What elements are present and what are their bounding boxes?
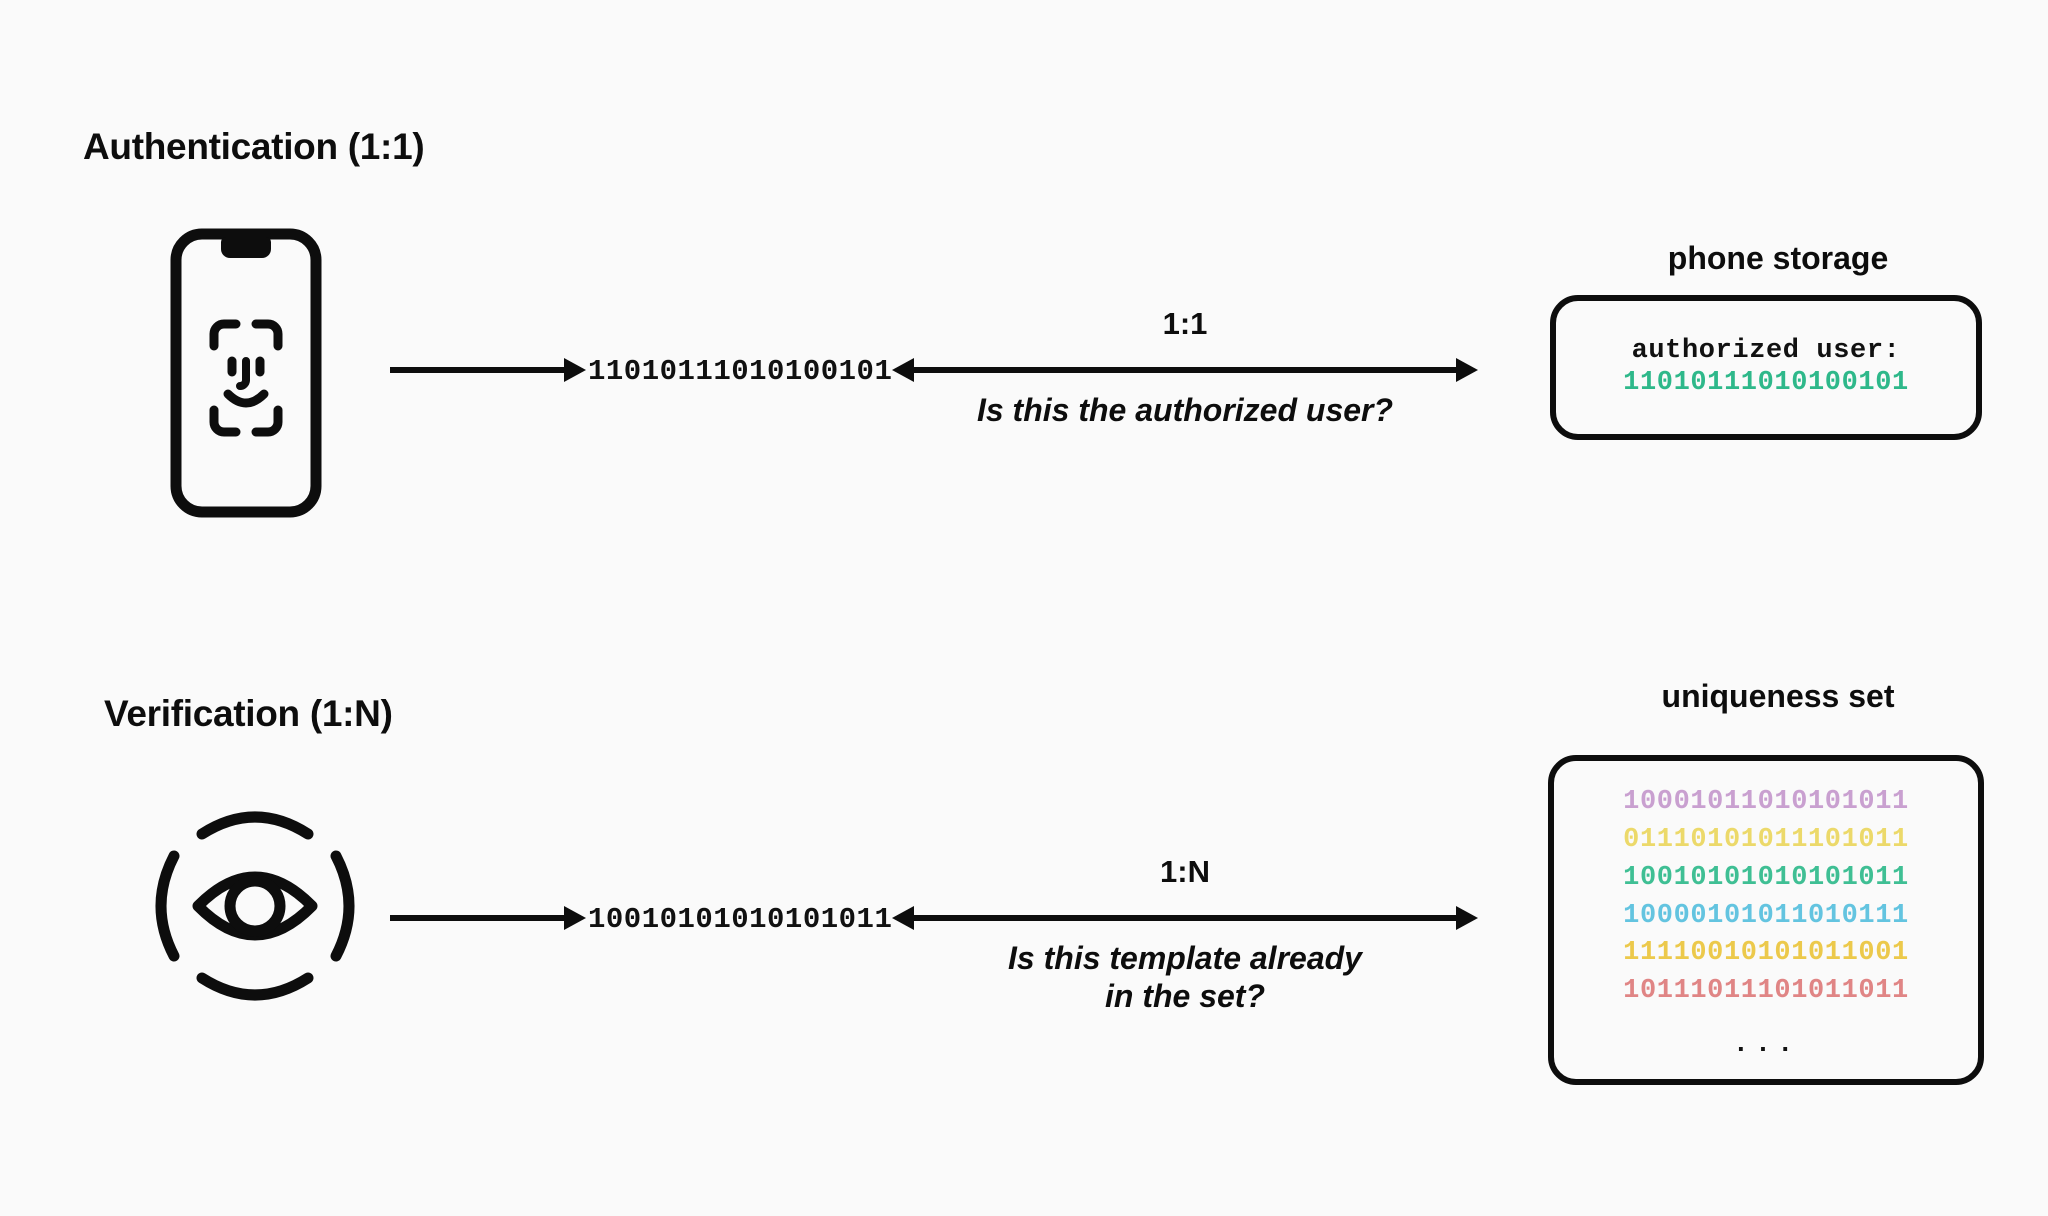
face-id-phone-icon	[170, 228, 322, 518]
iris-scan-eye-icon	[140, 800, 370, 1012]
uniqueness-entry-4: 10000101011010111	[1623, 900, 1909, 931]
uniqueness-entry-5: 11110010101011001	[1623, 938, 1909, 969]
flow-arrow-capture-to-template-1	[390, 358, 586, 382]
authorized-user-label: authorized user:	[1631, 335, 1901, 366]
uniqueness-set-box: 10001011010101011 01110101011101011 1001…	[1548, 755, 1984, 1085]
uniqueness-entry-1: 10001011010101011	[1623, 787, 1909, 817]
store-heading-uniqueness-set: uniqueness set	[1661, 678, 1895, 714]
authorized-user-bits: 11010111010100101	[1623, 367, 1909, 398]
uniqueness-entry-3: 10010101010101011	[1623, 862, 1909, 893]
uniqueness-ellipsis: ...	[1732, 1030, 1800, 1061]
question-label-verification: Is this template already in the set?	[860, 940, 1510, 1016]
ratio-label-1to1: 1:1	[1162, 306, 1208, 341]
uniqueness-entry-6: 10111011101011011	[1623, 976, 1909, 1007]
comparison-arrow-1to1	[892, 358, 1478, 382]
store-heading-phone-storage: phone storage	[1667, 240, 1889, 276]
flow-arrow-capture-to-template-2	[390, 906, 586, 930]
uniqueness-entry-2: 01110101011101011	[1623, 824, 1909, 855]
page-title-authentication: Authentication (1:1)	[83, 126, 425, 167]
template-bits-verification: 10010101010101011	[588, 903, 893, 936]
ratio-label-1ton: 1:N	[1160, 854, 1210, 889]
template-bits-authentication: 11010111010100101	[588, 355, 893, 388]
phone-storage-box: authorized user: 11010111010100101	[1550, 295, 1982, 440]
comparison-arrow-1ton	[892, 906, 1478, 930]
question-line-2: in the set?	[1104, 977, 1265, 1014]
page-title-verification: Verification (1:N)	[104, 693, 393, 734]
question-line-1: Is this template already	[1008, 940, 1362, 976]
question-label-authentication: Is this the authorized user?	[976, 392, 1394, 428]
